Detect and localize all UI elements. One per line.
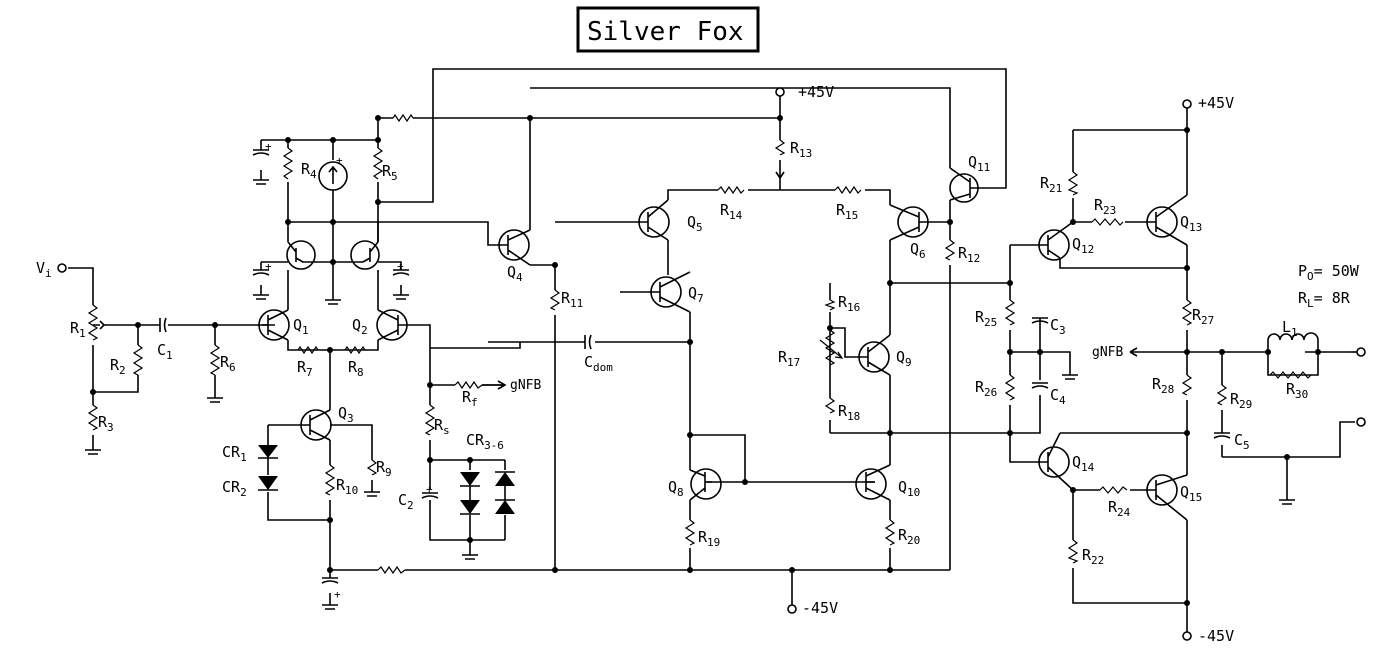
rail-pos-right: +45V [1198,94,1234,112]
svg-text:+: + [265,260,272,273]
label-r19: R19 [698,528,720,549]
svg-text:+: + [334,588,341,601]
label-q14: Q14 [1072,453,1095,474]
gnfb-left: gNFB [510,378,541,393]
label-cr36: CR3-6 [466,431,504,452]
label-c1: C1 [157,341,173,362]
title-text: Silver Fox [587,17,744,47]
label-c3: C3 [1050,316,1066,337]
label-r27: R27 [1192,306,1214,327]
label-q15: Q15 [1180,483,1202,504]
label-r4: R4 [301,160,317,181]
svg-text:+: + [397,260,404,273]
cap-plus-signs: + + + + + + [265,140,433,601]
label-r28: R28 [1152,375,1174,396]
label-r2: R2 [110,356,126,377]
label-r3: R3 [98,413,114,434]
inductor-l1 [1267,332,1319,352]
label-r21: R21 [1040,174,1062,195]
label-r23: R23 [1094,196,1116,217]
label-q5: Q5 [687,213,703,234]
title-box [576,6,760,53]
label-r14: R14 [720,201,743,222]
label-cr1: CR1 [222,443,247,464]
label-r12: R12 [958,244,980,265]
label-r7: R7 [297,358,313,379]
grounds [85,179,1295,610]
terminals [57,87,1366,641]
svg-text:+: + [265,140,272,153]
gnfb-right: gNFB [1092,345,1123,360]
rail-pos-mid: +45V [798,83,834,101]
label-r26: R26 [975,378,997,399]
label-l1: L1 [1282,318,1298,339]
spec-po: PO= 50W [1298,262,1360,283]
label-r17: R17 [778,348,800,369]
rail-neg-mid: -45V [802,599,838,617]
label-r20: R20 [898,526,920,547]
label-q9: Q9 [896,348,912,369]
label-c4: C4 [1050,386,1066,407]
label-q3: Q3 [338,404,354,425]
label-r22: R22 [1082,546,1104,567]
label-r10: R10 [336,476,358,497]
label-r30: R30 [1286,380,1308,401]
label-cr2: CR2 [222,478,247,499]
diodes [258,445,515,515]
label-r25: R25 [975,308,997,329]
label-r13: R13 [790,139,812,160]
label-r1: R1 [70,319,86,340]
resistors [87,113,1312,575]
label-cdom: Cdom [584,353,613,374]
label-r16: R16 [838,293,860,314]
label-rs: Rs [434,416,450,437]
rail-neg-right: -45V [1198,627,1234,645]
label-r29: R29 [1230,390,1252,411]
label-c5: C5 [1234,431,1250,452]
label-q11: Q11 [968,153,990,174]
label-rf: Rf [462,388,478,409]
label-r11: R11 [561,289,583,310]
junctions [90,115,1321,606]
capacitors [159,149,1231,584]
label-q1: Q1 [293,316,309,337]
label-r15: R15 [836,201,858,222]
label-q10: Q10 [898,478,920,499]
label-q4: Q4 [507,263,523,284]
r17-trimmer [819,329,844,366]
label-q6: Q6 [910,240,926,261]
label-r9: R9 [376,458,392,479]
arrows [93,171,1138,390]
label-r8: R8 [348,358,364,379]
svg-text:+: + [336,154,343,167]
current-source [318,161,348,191]
label-vi: Vi [36,259,52,280]
label-q7: Q7 [688,284,704,305]
transistors [258,167,1188,521]
label-c2: C2 [398,491,414,512]
label-r18: R18 [838,402,860,423]
label-r24: R24 [1108,498,1131,519]
label-r6: R6 [220,353,236,374]
label-r5: R5 [382,162,398,183]
svg-text:+: + [426,483,433,496]
label-q12: Q12 [1072,235,1094,256]
label-q8: Q8 [668,478,684,499]
label-q13: Q13 [1180,213,1202,234]
spec-rl: RL= 8R [1298,289,1351,310]
label-q2: Q2 [352,316,368,337]
component-labels: Vi R1 R2 R3 C1 R6 R4 R5 Q1 Q2 R7 R8 Q3 C… [36,83,1360,645]
